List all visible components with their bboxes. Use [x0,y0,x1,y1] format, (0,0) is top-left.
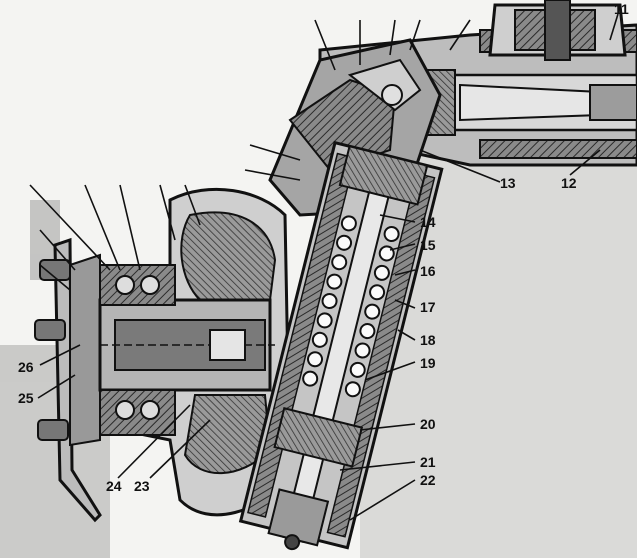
mounting-flange [34,237,102,523]
hub-shaft [98,264,275,436]
callout-16: 16 [420,263,436,279]
callout-23: 23 [134,478,150,494]
coil-spring [302,215,400,398]
callout-11: 11 [614,1,629,17]
leader-lines [29,13,619,521]
callout-13: 13 [500,175,516,191]
main-column [238,140,444,551]
callout-15: 15 [420,237,436,253]
callout-18: 18 [420,332,436,348]
callout-19: 19 [420,355,436,371]
callout-20: 20 [420,416,436,432]
callout-24: 24 [106,478,122,494]
callout-22: 22 [420,472,436,488]
callout-14: 14 [420,214,436,230]
callout-25: 25 [18,390,34,406]
callout-12: 12 [561,175,577,191]
callout-21: 21 [420,454,436,470]
callout-17: 17 [420,299,436,315]
callout-26: 26 [18,359,34,375]
